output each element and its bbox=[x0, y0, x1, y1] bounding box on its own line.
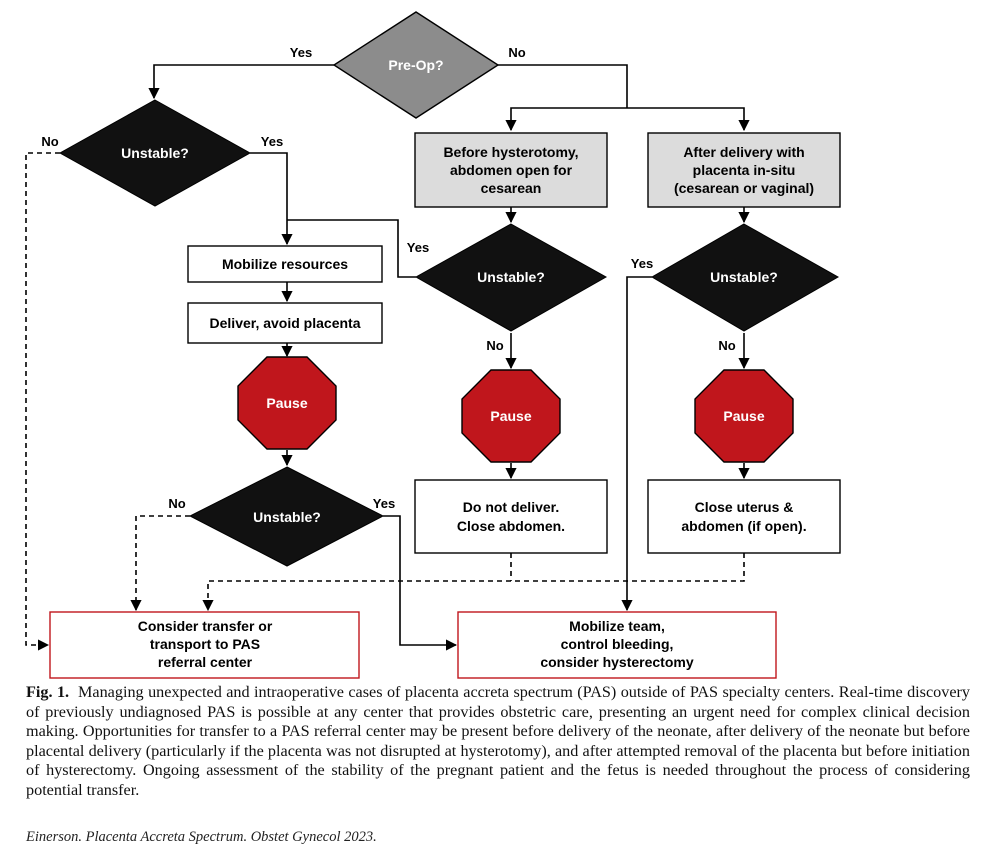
before-hysterotomy-box: Before hysterotomy, abdomen open for ces… bbox=[414, 132, 608, 208]
before-hysterotomy-line-2: abdomen open for bbox=[450, 162, 573, 178]
connector-preop-yes bbox=[148, 64, 334, 100]
connector-preop-no bbox=[498, 64, 628, 108]
pause-left-label: Pause bbox=[266, 395, 307, 411]
pause-right-label: Pause bbox=[723, 408, 764, 424]
after-delivery-line-3: (cesarean or vaginal) bbox=[674, 180, 814, 196]
connector-unstable-bottom-no bbox=[130, 515, 190, 612]
unstable-bottom-yes-label: Yes bbox=[373, 496, 395, 511]
close-uterus-line-1: Close uterus & bbox=[695, 499, 794, 515]
caption-figure-label: Fig. 1. bbox=[26, 683, 70, 701]
preop-no-label: No bbox=[508, 45, 525, 60]
unstable-mid-decision: Unstable? bbox=[414, 223, 608, 332]
connector-unstable-mid-yes bbox=[287, 219, 416, 278]
connector-split-right bbox=[627, 107, 750, 132]
unstable-right-no-label: No bbox=[718, 338, 735, 353]
flowchart: Pre-Op? Unstable? Before hysterotomy, ab… bbox=[25, 11, 841, 679]
connector-unstable-left-no bbox=[25, 152, 60, 651]
connector-unstable-left-yes bbox=[250, 152, 293, 246]
mobilize-team-line-1: Mobilize team, bbox=[569, 618, 665, 634]
pause-mid-label: Pause bbox=[490, 408, 531, 424]
close-uterus-box: Close uterus & abdomen (if open). bbox=[647, 479, 841, 554]
connector-close-uterus-down bbox=[202, 553, 745, 612]
preop-yes-label: Yes bbox=[290, 45, 312, 60]
unstable-right-yes-label: Yes bbox=[631, 256, 653, 271]
consider-transfer-line-3: referral center bbox=[158, 654, 253, 670]
consider-transfer-line-1: Consider transfer or bbox=[138, 618, 273, 634]
connector-unstable-right-yes bbox=[621, 276, 652, 612]
consider-transfer-box: Consider transfer or transport to PAS re… bbox=[49, 611, 360, 679]
consider-transfer-line-2: transport to PAS bbox=[150, 636, 260, 652]
connector-split-left bbox=[505, 107, 627, 132]
unstable-mid-yes-label: Yes bbox=[407, 240, 429, 255]
preop-label: Pre-Op? bbox=[388, 57, 443, 73]
caption-text: Managing unexpected and intraoperative c… bbox=[26, 683, 970, 799]
pause-mid-stop: Pause bbox=[461, 369, 561, 463]
do-not-deliver-line-1: Do not deliver. bbox=[463, 499, 559, 515]
unstable-left-yes-label: Yes bbox=[261, 134, 283, 149]
citation: Einerson. Placenta Accreta Spectrum. Obs… bbox=[26, 829, 377, 845]
unstable-left-label: Unstable? bbox=[121, 145, 189, 161]
mobilize-resources-box: Mobilize resources bbox=[187, 245, 383, 283]
before-hysterotomy-line-1: Before hysterotomy, bbox=[443, 144, 578, 160]
unstable-right-label: Unstable? bbox=[710, 269, 778, 285]
after-delivery-box: After delivery with placenta in-situ (ce… bbox=[647, 132, 841, 208]
unstable-mid-label: Unstable? bbox=[477, 269, 545, 285]
mobilize-resources-label: Mobilize resources bbox=[222, 256, 348, 272]
unstable-bottom-no-label: No bbox=[168, 496, 185, 511]
mobilize-team-line-2: control bleeding, bbox=[561, 636, 674, 652]
unstable-right-decision: Unstable? bbox=[651, 223, 840, 332]
unstable-left-no-label: No bbox=[41, 134, 58, 149]
mobilize-team-line-3: consider hysterectomy bbox=[540, 654, 693, 670]
after-delivery-line-2: placenta in-situ bbox=[693, 162, 796, 178]
do-not-deliver-box: Do not deliver. Close abdomen. bbox=[414, 479, 608, 554]
unstable-mid-no-label: No bbox=[486, 338, 503, 353]
deliver-avoid-label: Deliver, avoid placenta bbox=[210, 315, 361, 331]
deliver-avoid-placenta-box: Deliver, avoid placenta bbox=[187, 302, 383, 344]
unstable-bottom-decision: Unstable? bbox=[188, 466, 385, 567]
unstable-left-decision: Unstable? bbox=[58, 99, 252, 207]
mobilize-team-box: Mobilize team, control bleeding, conside… bbox=[457, 611, 777, 679]
pause-left-stop: Pause bbox=[237, 356, 337, 450]
do-not-deliver-line-2: Close abdomen. bbox=[457, 518, 565, 534]
preop-decision: Pre-Op? bbox=[332, 11, 500, 119]
before-hysterotomy-line-3: cesarean bbox=[481, 180, 542, 196]
pause-right-stop: Pause bbox=[694, 369, 794, 463]
unstable-bottom-label: Unstable? bbox=[253, 509, 321, 525]
close-uterus-line-2: abdomen (if open). bbox=[681, 518, 806, 534]
after-delivery-line-1: After delivery with bbox=[683, 144, 804, 160]
figure-caption: Fig. 1. Managing unexpected and intraope… bbox=[26, 683, 970, 800]
